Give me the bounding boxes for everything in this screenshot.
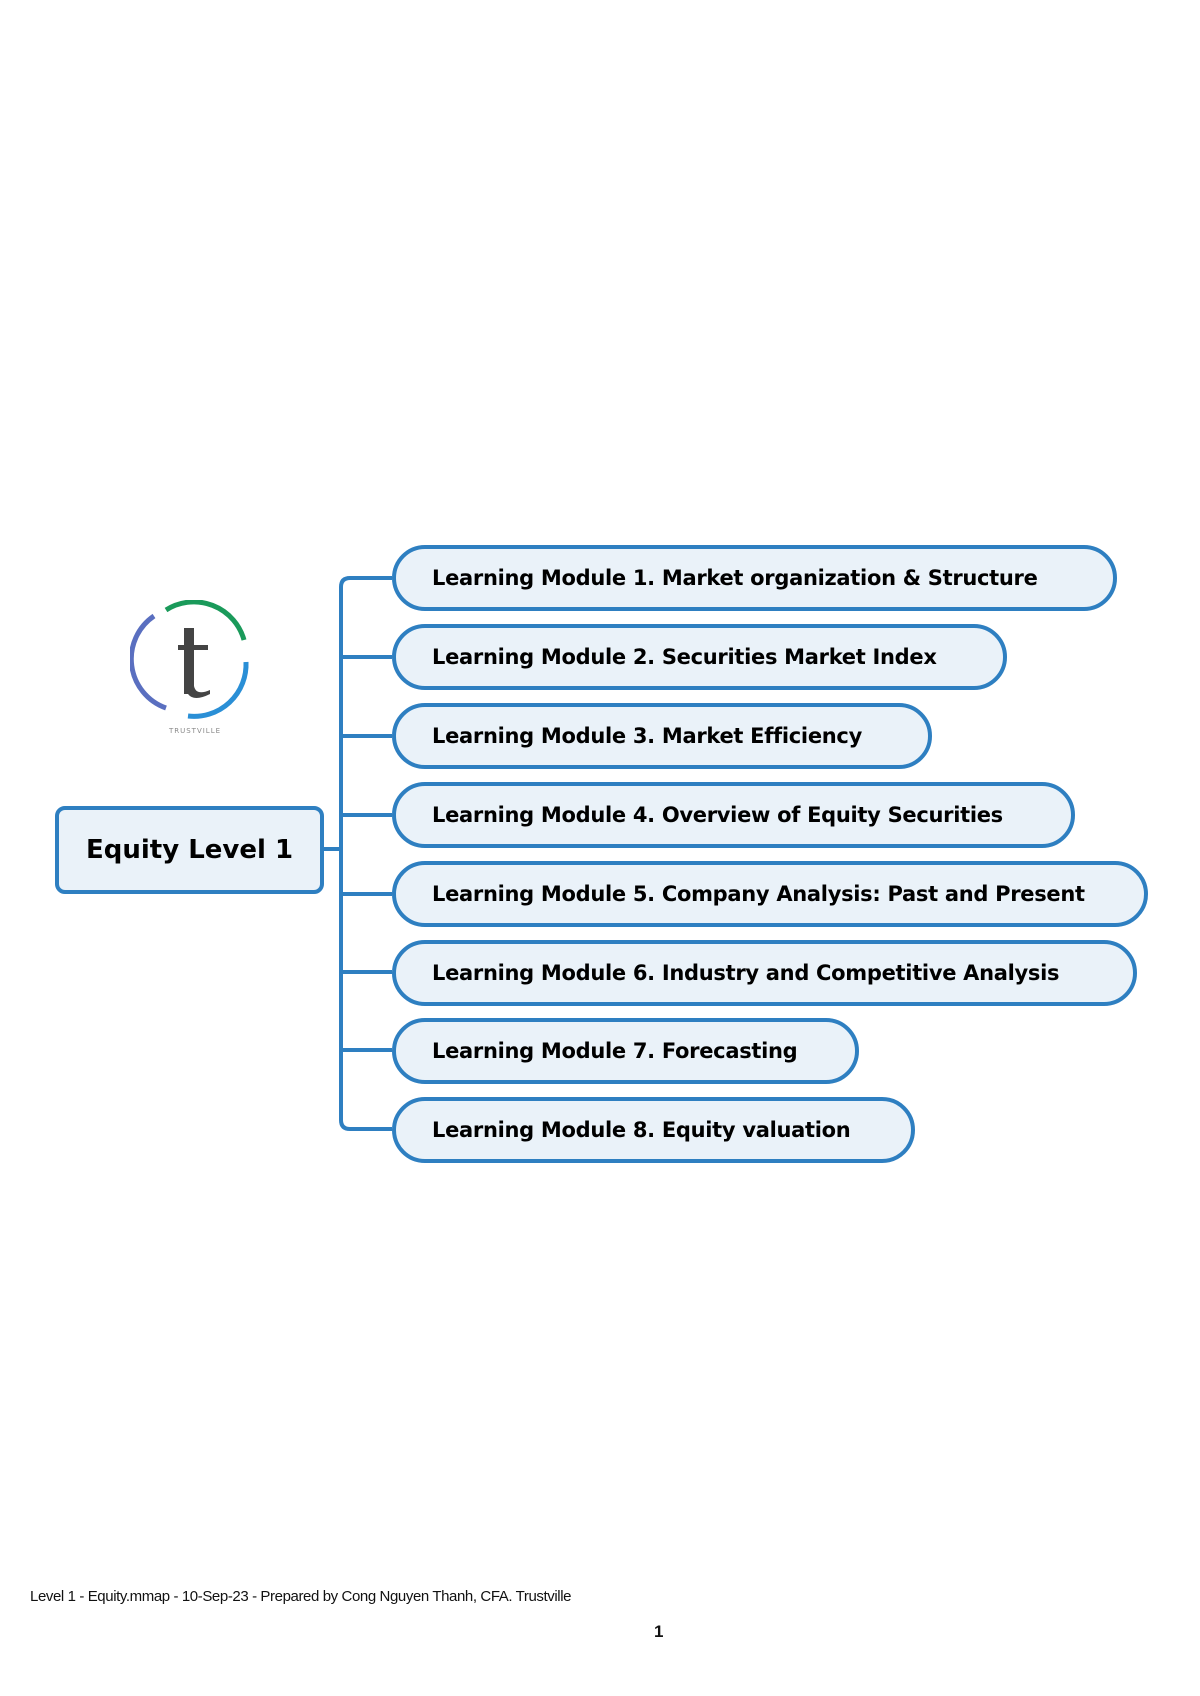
branch-node-label: Learning Module 6. Industry and Competit… bbox=[432, 961, 1060, 985]
branch-node-module-4[interactable]: Learning Module 4. Overview of Equity Se… bbox=[392, 782, 1075, 848]
branch-node-module-6[interactable]: Learning Module 6. Industry and Competit… bbox=[392, 940, 1137, 1006]
branch-node-label: Learning Module 3. Market Efficiency bbox=[432, 724, 862, 748]
root-node[interactable]: Equity Level 1 bbox=[55, 806, 324, 894]
branch-node-label: Learning Module 8. Equity valuation bbox=[432, 1118, 851, 1142]
branch-node-label: Learning Module 7. Forecasting bbox=[432, 1039, 798, 1063]
trustville-logo-icon bbox=[130, 600, 249, 719]
branch-node-module-1[interactable]: Learning Module 1. Market organization &… bbox=[392, 545, 1117, 611]
branch-node-label: Learning Module 4. Overview of Equity Se… bbox=[432, 803, 1003, 827]
footer-text: Level 1 - Equity.mmap - 10-Sep-23 - Prep… bbox=[30, 1588, 572, 1605]
root-node-label: Equity Level 1 bbox=[85, 835, 294, 865]
branch-node-label: Learning Module 1. Market organization &… bbox=[432, 566, 1038, 590]
branch-node-module-3[interactable]: Learning Module 3. Market Efficiency bbox=[392, 703, 932, 769]
trunk-line bbox=[339, 576, 392, 1131]
branch-node-module-5[interactable]: Learning Module 5. Company Analysis: Pas… bbox=[392, 861, 1148, 927]
branch-node-module-8[interactable]: Learning Module 8. Equity valuation bbox=[392, 1097, 915, 1163]
branch-node-module-7[interactable]: Learning Module 7. Forecasting bbox=[392, 1018, 859, 1084]
logo-text: TRUSTVILLE bbox=[168, 727, 222, 735]
branch-node-module-2[interactable]: Learning Module 2. Securities Market Ind… bbox=[392, 624, 1007, 690]
branch-node-label: Learning Module 5. Company Analysis: Pas… bbox=[432, 882, 1085, 906]
page-number: 1 bbox=[654, 1622, 664, 1641]
branch-node-label: Learning Module 2. Securities Market Ind… bbox=[432, 645, 937, 669]
